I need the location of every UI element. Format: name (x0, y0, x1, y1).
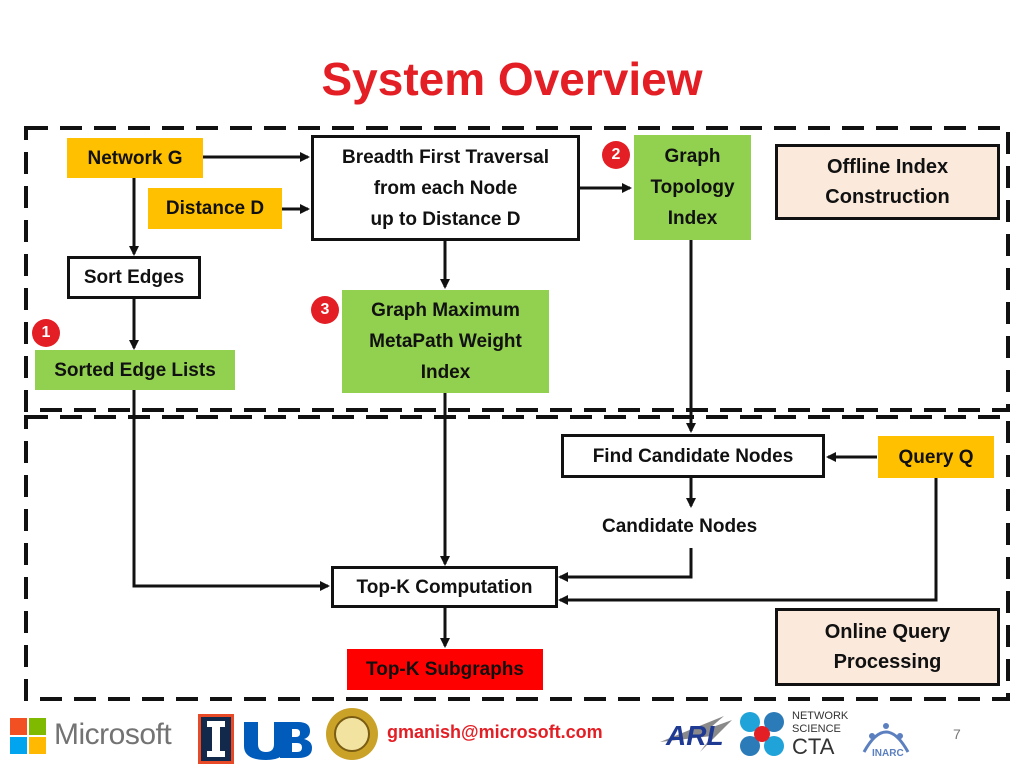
inarc-arc-icon (862, 723, 910, 753)
topology-line-2: Topology (650, 177, 735, 198)
sorted-edge-lists-label: Sorted Edge Lists (54, 359, 216, 381)
topk-computation-label: Top-K Computation (356, 576, 533, 598)
topk-subgraphs-box: Top-K Subgraphs (347, 649, 543, 690)
online-query-box: Online Query Processing (775, 608, 1000, 686)
max-weight-index-box: Graph Maximum MetaPath Weight Index (342, 290, 549, 393)
badge-1: 1 (32, 319, 60, 347)
network-science-cta-logo: NETWORK SCIENCE CTA (736, 708, 856, 762)
buffalo-logo (240, 718, 312, 762)
sort-edges-label: Sort Edges (83, 267, 185, 288)
network-g-box: Network G (67, 138, 203, 178)
sort-edges-box: Sort Edges (67, 256, 201, 299)
microsoft-logo: Microsoft (8, 716, 188, 758)
university-seal (326, 708, 378, 760)
max-weight-line-3: Index (420, 362, 471, 383)
network-science-line-1: NETWORK (792, 710, 849, 722)
badge-2: 2 (602, 141, 630, 169)
offline-region (24, 126, 1010, 412)
slide-title: System Overview (321, 53, 703, 105)
candidate-nodes-label: Candidate Nodes (602, 516, 758, 537)
distance-d-box: Distance D (148, 188, 282, 229)
network-g-label: Network G (87, 147, 183, 169)
query-q-box: Query Q (878, 436, 994, 478)
bft-line-1: Breadth First Traversal (342, 146, 549, 168)
find-candidates-label: Find Candidate Nodes (592, 445, 794, 467)
microsoft-squares-icon (10, 718, 46, 754)
microsoft-wordmark: Microsoft (54, 718, 172, 751)
illinois-i-icon (207, 721, 225, 757)
sorted-edge-lists-box: Sorted Edge Lists (35, 350, 235, 390)
max-weight-line-1: Graph Maximum (371, 300, 520, 321)
badge-3: 3 (311, 296, 339, 324)
illinois-logo (198, 714, 234, 764)
online-line-2: Processing (833, 651, 942, 673)
inarc-wordmark: INARC (872, 748, 904, 759)
arrow-query-to-topk (558, 478, 938, 605)
bft-line-3: up to Distance D (370, 208, 521, 230)
online-line-1: Online Query (824, 621, 951, 643)
topology-line-1: Graph (664, 146, 721, 167)
offline-line-2: Construction (825, 186, 950, 208)
inarc-logo: INARC (858, 712, 914, 762)
offline-line-1: Offline Index (826, 156, 949, 178)
page-number: 7 (953, 726, 961, 742)
arl-logo: ARL (660, 712, 732, 758)
cta-wordmark: CTA (792, 734, 835, 759)
arl-wordmark: ARL (666, 720, 724, 751)
topk-subgraphs-label: Top-K Subgraphs (366, 659, 524, 680)
topology-line-3: Index (667, 208, 718, 229)
arrow-sorted-to-topk (132, 390, 330, 591)
distance-d-label: Distance D (165, 198, 265, 219)
max-weight-line-2: MetaPath Weight (369, 331, 522, 352)
topology-index-box: Graph Topology Index (634, 135, 751, 240)
offline-index-box: Offline Index Construction (775, 144, 1000, 220)
network-science-line-2: SCIENCE (792, 723, 841, 735)
contact-email: gmanish@microsoft.com (387, 722, 603, 742)
arl-icon (660, 716, 732, 752)
topk-computation-box: Top-K Computation (331, 566, 558, 608)
bft-box: Breadth First Traversal from each Node u… (311, 135, 580, 241)
arrow-candidates-to-topk (558, 548, 693, 582)
online-region (24, 415, 1010, 701)
ub-icon (244, 722, 312, 760)
seal-inner-icon (334, 716, 370, 752)
query-q-label: Query Q (898, 446, 974, 468)
network-globe-icon (740, 712, 784, 756)
bft-line-2: from each Node (373, 177, 518, 199)
find-candidates-box: Find Candidate Nodes (561, 434, 825, 478)
